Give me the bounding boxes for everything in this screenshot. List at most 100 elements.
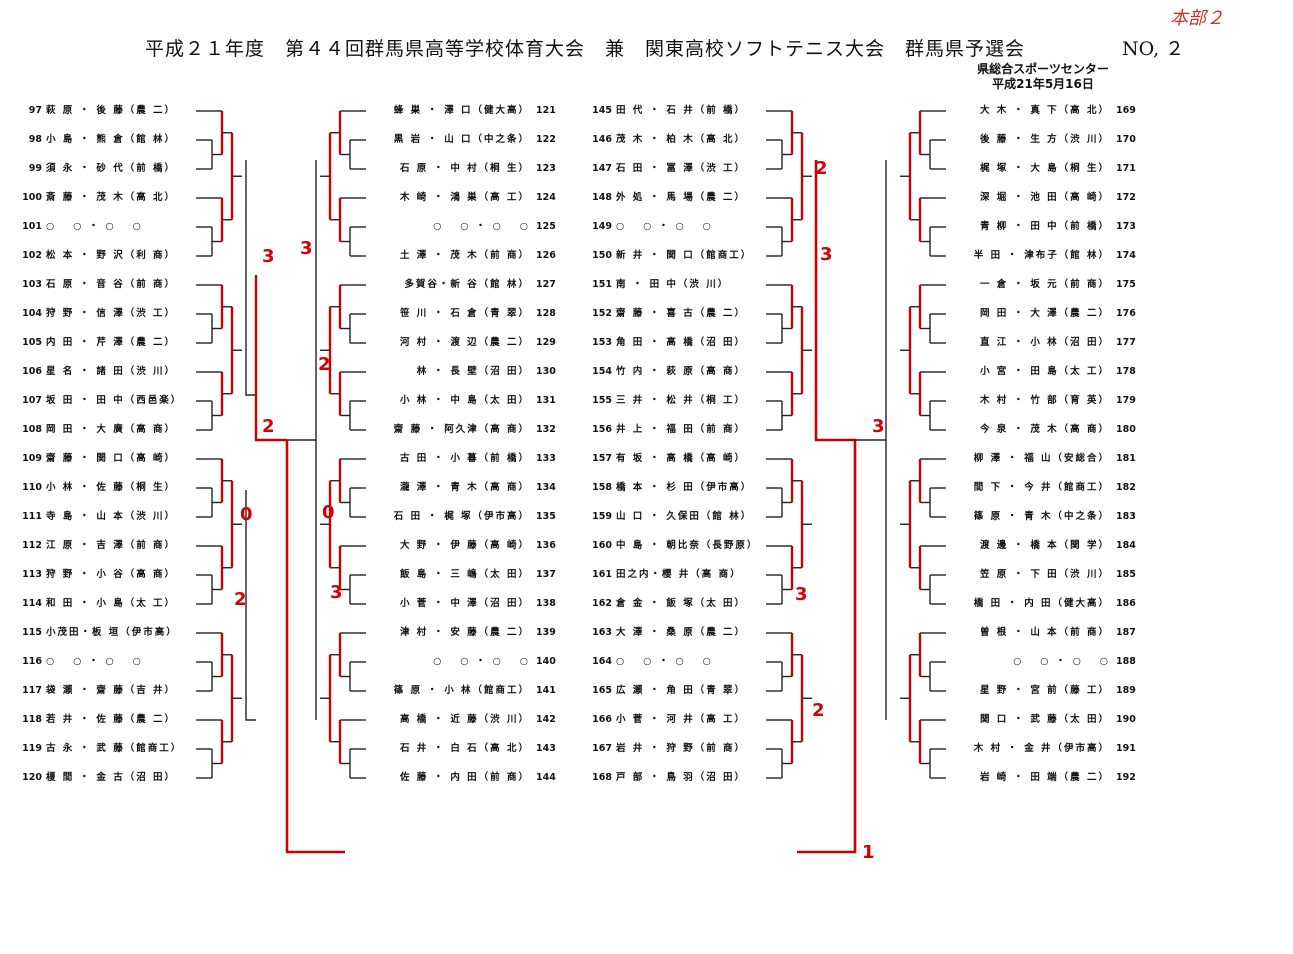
entry-name: 古 田 ・ 小 暮（前 橋） [399,453,530,464]
entry-name: 外 処 ・ 馬 場（農 二） [616,192,747,203]
sheet-number: NO, ２ [1122,38,1185,60]
entry-number: 108 [22,424,42,435]
entry-name: 角 田 ・ 高 橋（沼 田） [616,337,747,348]
entry-number: 134 [536,482,556,493]
entry-name: 齋 藤 ・ 阿久津（高 商） [393,424,530,435]
entry-name: 間 下 ・ 今 井（館商工） [973,482,1110,493]
score-mark: 3 [872,416,885,437]
score-mark: 3 [795,584,808,605]
entry-name: ○ ○ ・ ○ ○ [46,656,143,667]
entry-number: 140 [536,656,556,667]
entry-number: 150 [592,250,612,261]
entry-name: 星 野 ・ 宮 前（藤 工） [979,685,1110,696]
entry-name: 小 菅 ・ 河 井（高 工） [616,714,747,725]
entry-number: 182 [1116,482,1136,493]
list-item: 石 田 ・ 梶 塚（伊市高）135 [370,511,560,523]
entry-name: 後 藤 ・ 生 方（渋 川） [979,134,1110,145]
list-item: 一 倉 ・ 坂 元（前 商）175 [950,279,1140,291]
venue-block: 県総合スポーツセンター 平成21年5月16日 [958,62,1128,92]
score-mark: 2 [815,158,828,179]
entry-name: 小茂田・板 垣（伊市高） [46,627,178,638]
list-item: 飯 島 ・ 三 嶋（太 田）137 [370,569,560,581]
list-item: 佐 藤 ・ 内 田（前 商）144 [370,772,560,784]
entry-number: 172 [1116,192,1136,203]
list-item: ○ ○ ・ ○ ○140 [370,656,560,668]
entry-number: 170 [1116,134,1136,145]
list-item: 梶 塚 ・ 大 島（桐 生）171 [950,163,1140,175]
list-item: ○ ○ ・ ○ ○188 [950,656,1140,668]
entry-number: 123 [536,163,556,174]
list-item: 笠 原 ・ 下 田（渋 川）185 [950,569,1140,581]
entry-name: 寺 島 ・ 山 本（渋 川） [46,511,177,522]
result-line [254,275,287,442]
entry-name: 木 崎 ・ 鴻 巣（高 工） [399,192,530,203]
list-item: 深 堀 ・ 池 田（高 崎）172 [950,192,1140,204]
entry-number: 149 [592,221,612,232]
entry-number: 131 [536,395,556,406]
entry-number: 171 [1116,163,1136,174]
entry-number: 130 [536,366,556,377]
list-item: 半 田 ・ 津布子（館 林）174 [950,250,1140,262]
bracket-line [855,160,887,441]
entry-name: 笠 原 ・ 下 田（渋 川） [979,569,1110,580]
entry-name: ○ ○ ・ ○ ○ [616,221,713,232]
entry-name: 高 橋 ・ 近 藤（渋 川） [399,714,530,725]
entry-name: 田之内・櫻 井（高 商） [616,569,742,580]
entry-name: 和 田 ・ 小 島（太 工） [46,598,177,609]
entry-number: 110 [22,482,42,493]
entry-name: 大 澤 ・ 桑 原（農 二） [616,627,747,638]
entry-name: 齋 藤 ・ 喜 古（農 二） [616,308,747,319]
list-item: 林 ・ 長 壁（沼 田） 130 [370,366,560,378]
entry-name: 若 井 ・ 佐 藤（農 二） [46,714,177,725]
bracket-line [245,490,256,721]
entry-number: 127 [536,279,556,290]
entry-number: 142 [536,714,556,725]
entry-number: 98 [28,134,42,145]
entry-number: 145 [592,105,612,116]
entry-name: 萩 原 ・ 後 藤（農 二） [46,105,177,116]
entry-name: 林 ・ 長 壁（沼 田） [416,366,530,377]
list-item: 柳 澤 ・ 福 山（安総合）181 [950,453,1140,465]
entry-number: 186 [1116,598,1136,609]
entry-name: 今 泉 ・ 茂 木（高 商） [979,424,1110,435]
list-item: 岡 田 ・ 大 澤（農 二）176 [950,308,1140,320]
entry-number: 143 [536,743,556,754]
list-item: 星 野 ・ 宮 前（藤 工）189 [950,685,1140,697]
entry-number: 97 [28,105,42,116]
entry-number: 138 [536,598,556,609]
entry-number: 121 [536,105,556,116]
list-item: 渡 邊 ・ 橋 本（関 学）184 [950,540,1140,552]
score-mark: 1 [862,842,875,863]
entry-name: 田 代 ・ 石 井（前 橋） [616,105,747,116]
entry-number: 105 [22,337,42,348]
entry-name: 黒 岩 ・ 山 口（中之条） [393,134,530,145]
entry-name: 山 口 ・ 久保田（館 林） [616,511,753,522]
list-item: 高 橋 ・ 近 藤（渋 川） 142 [370,714,560,726]
entry-name: 津 村 ・ 安 藤（農 二） [399,627,530,638]
entry-number: 174 [1116,250,1136,261]
entry-name: 笹 川 ・ 石 倉（青 翠） [399,308,530,319]
entry-name: 岡 田 ・ 大 廣（高 商） [46,424,177,435]
entry-number: 154 [592,366,612,377]
entry-name: 小 島 ・ 熊 倉（館 林） [46,134,177,145]
list-item: 164○ ○ ・ ○ ○ [592,656,766,668]
venue-name: 県総合スポーツセンター [977,62,1109,76]
entry-name: 内 田 ・ 芹 澤（農 二） [46,337,177,348]
entry-number: 158 [592,482,612,493]
entry-name: 松 本 ・ 野 沢（利 商） [46,250,177,261]
entry-name: 多賀谷・新 谷（館 林） [404,279,530,290]
